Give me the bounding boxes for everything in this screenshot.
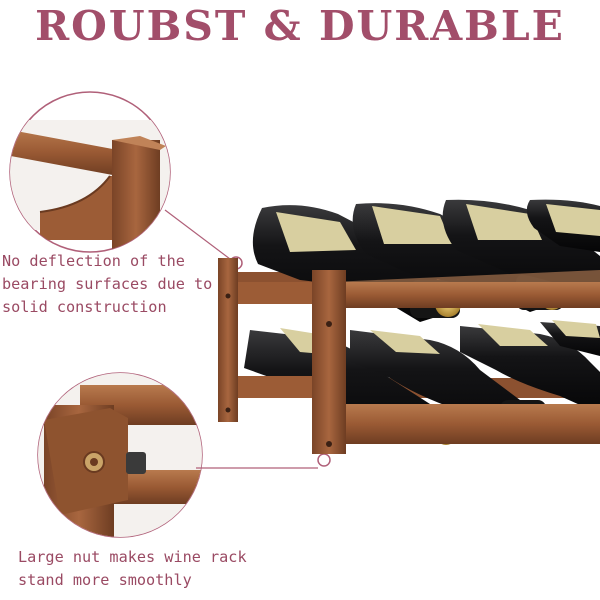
- callout-top-line2: bearing surfaces due to: [2, 275, 213, 293]
- leader-line-top: [164, 209, 235, 263]
- page-title: ROUBST & DURABLE: [35, 2, 565, 50]
- detail-circle-bottom: [37, 372, 203, 538]
- callout-top-line1: No deflection of the: [2, 252, 185, 270]
- callout-bottom-line2: stand more smoothly: [18, 571, 192, 589]
- callout-top-line3: solid construction: [2, 298, 167, 316]
- detail-circle-top: [9, 91, 171, 253]
- wine-rack: [218, 199, 600, 454]
- marker-dot-bottom: [317, 453, 331, 467]
- callout-bottom-text: Large nut makes wine rack stand more smoo…: [18, 546, 247, 592]
- callout-bottom-line1: Large nut makes wine rack: [18, 548, 247, 566]
- callout-top-text: No deflection of the bearing surfaces due…: [2, 250, 212, 319]
